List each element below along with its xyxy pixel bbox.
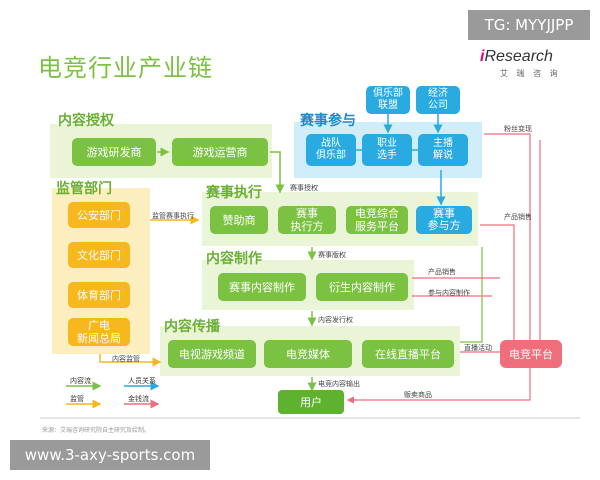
logo-i: i xyxy=(480,48,485,65)
node-esports-service-platform-label: 电竞综合 服务平台 xyxy=(355,207,399,233)
node-live-platform: 在线直播平台 xyxy=(362,340,454,368)
node-team-club-label: 战队 俱乐部 xyxy=(316,138,346,161)
iresearch-logo: iResearch xyxy=(480,48,553,66)
edge-label-product-sales-2: 产品销售 xyxy=(428,268,456,276)
node-broker-company-label: 经济 公司 xyxy=(428,88,448,111)
node-sponsor: 赞助商 xyxy=(210,206,268,234)
logo-rest: Research xyxy=(484,48,553,65)
node-radio-admin: 广电 新闻总局 xyxy=(68,318,130,346)
edge-label-join-content: 参与内容制作 xyxy=(428,289,470,297)
legend-money: 金钱流 xyxy=(128,395,149,403)
section-events: 赛事参与 xyxy=(300,113,356,129)
legend-regulation: 监管 xyxy=(70,395,84,403)
node-game-operator: 游戏运营商 xyxy=(172,138,268,166)
node-user: 用户 xyxy=(278,390,344,414)
section-production: 内容制作 xyxy=(206,251,262,267)
edge-label-event-auth: 赛事授权 xyxy=(290,184,318,192)
edge-label-live-activity: 直播活动 xyxy=(464,344,492,352)
edge-label-event-rights: 赛事版权 xyxy=(318,251,346,259)
section-execution: 赛事执行 xyxy=(206,185,262,201)
legend-content-flow: 内容流 xyxy=(70,377,91,385)
legend-people: 人员关系 xyxy=(128,377,156,385)
node-esports-service-platform: 电竞综合 服务平台 xyxy=(346,206,408,234)
node-event-participant: 赛事 参与方 xyxy=(416,206,472,234)
tg-watermark: TG: MYYJJPP xyxy=(468,10,590,40)
section-regulation: 监管部门 xyxy=(56,181,112,197)
logo-subtitle: 艾 瑞 咨 询 xyxy=(500,69,561,78)
node-police: 公安部门 xyxy=(68,202,130,228)
node-host-commentator-label: 主播 解说 xyxy=(433,138,453,161)
node-culture: 文化部门 xyxy=(68,242,130,268)
site-watermark: www.3-axy-sports.com xyxy=(10,440,210,470)
edge-label-product-sales-1: 产品销售 xyxy=(504,213,532,221)
edge-label-sell-goods: 贩卖商品 xyxy=(404,391,432,399)
node-host-commentator: 主播 解说 xyxy=(418,134,468,166)
node-event-participant-label: 赛事 参与方 xyxy=(427,207,461,232)
node-sports: 体育部门 xyxy=(68,282,130,308)
node-radio-admin-label: 广电 新闻总局 xyxy=(77,319,121,345)
edge-label-regulate-exec: 监管赛事执行 xyxy=(152,212,194,220)
section-distribution: 内容传播 xyxy=(164,319,220,335)
node-pro-player-label: 职业 选手 xyxy=(377,138,397,161)
node-esports-platform: 电竞平台 xyxy=(500,340,562,368)
node-event-content-production: 赛事内容制作 xyxy=(218,273,306,301)
node-broker-company: 经济 公司 xyxy=(416,86,460,114)
node-club-union-label: 俱乐部 联盟 xyxy=(373,88,403,111)
node-derivative-content: 衍生内容制作 xyxy=(316,273,408,301)
node-esports-media: 电竞媒体 xyxy=(264,340,352,368)
edge-label-content-regulation: 内容监管 xyxy=(112,355,140,363)
edge-label-content-dist: 内容发行权 xyxy=(318,316,353,324)
node-pro-player: 职业 选手 xyxy=(362,134,412,166)
edge-label-fan-monetization: 粉丝变现 xyxy=(504,125,532,133)
page-title: 电竞行业产业链 xyxy=(38,54,213,82)
node-tv-game-channel: 电视游戏频道 xyxy=(168,340,256,368)
source-note: 来源：艾瑞咨询研究院自主研究及绘制。 xyxy=(42,427,151,434)
node-event-executor: 赛事 执行方 xyxy=(278,206,336,234)
node-event-executor-label: 赛事 执行方 xyxy=(290,207,324,233)
node-team-club: 战队 俱乐部 xyxy=(306,134,356,166)
node-club-union: 俱乐部 联盟 xyxy=(366,86,410,114)
section-content-rights: 内容授权 xyxy=(58,113,114,129)
node-game-developer: 游戏研发商 xyxy=(72,138,156,166)
edge-label-content-output: 电竞内容输出 xyxy=(318,380,360,388)
